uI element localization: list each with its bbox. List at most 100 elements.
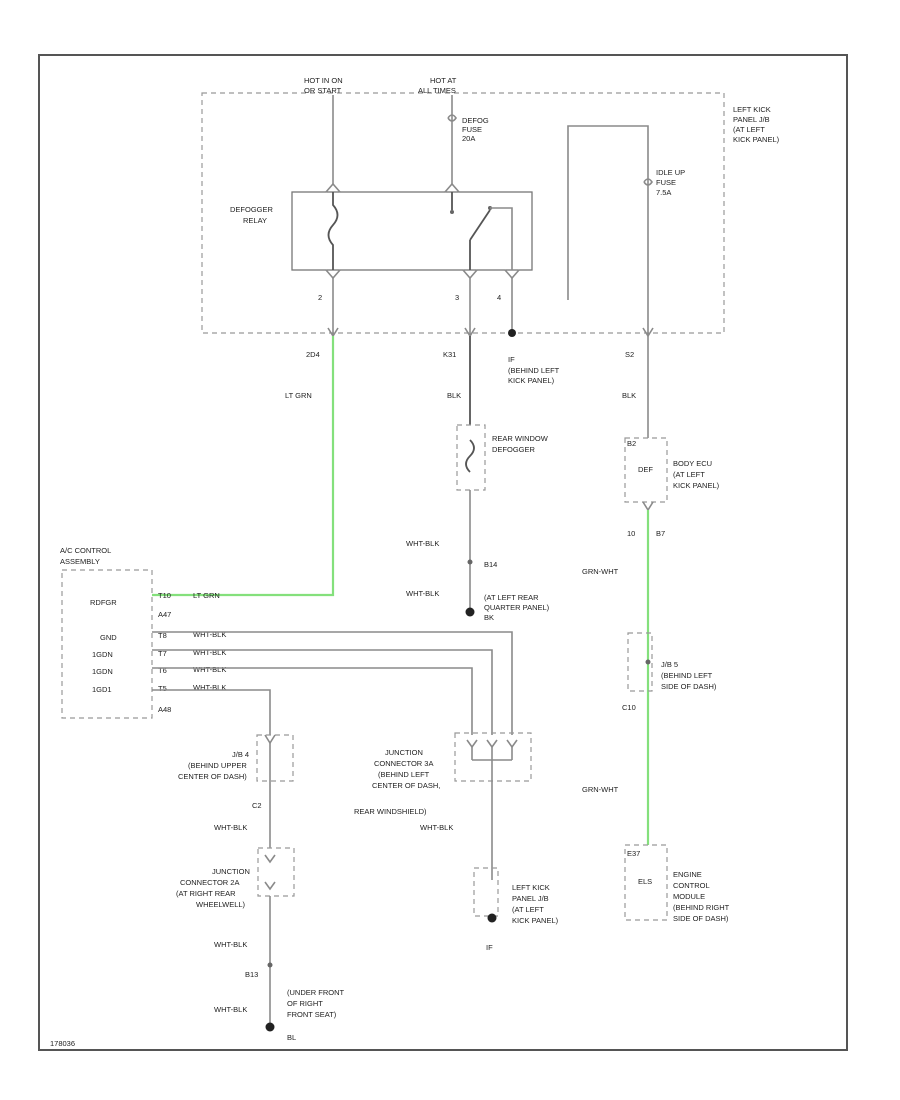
conn-b14-label: B14 xyxy=(484,560,497,569)
ground-rear-id: BK xyxy=(484,613,494,622)
power-label-batt-2: ALL TIMES xyxy=(418,86,456,95)
jc2a-label-3: (AT RIGHT REAR xyxy=(176,889,236,898)
ac-pin-num-t8: T8 xyxy=(158,631,167,640)
jc2a-label: JUNCTION xyxy=(212,867,250,876)
jb5-label-2: (BEHIND LEFT xyxy=(661,671,713,680)
ac-pin-1gd1: 1GD1 xyxy=(92,685,112,694)
kick-panel-label-2: PANEL J/B xyxy=(733,115,770,124)
relay-switch-contact xyxy=(450,210,454,214)
ac-pin-num-t6: T6 xyxy=(158,666,167,675)
ac-control-box xyxy=(61,569,153,719)
defogger-relay-box xyxy=(291,191,533,271)
jc3a-label-4: CENTER OF DASH, xyxy=(372,781,440,790)
jc3a-tab-3 xyxy=(506,739,518,749)
body-ecu-tab xyxy=(642,501,654,512)
jb4-tab xyxy=(264,734,276,745)
ac-pin-rdfgr: RDFGR xyxy=(90,598,117,607)
ac-gnd-wire-4 xyxy=(152,689,271,735)
ecu-pin-b7: B7 xyxy=(656,529,665,538)
ground-front-label: (UNDER FRONT xyxy=(287,988,344,997)
idle-fuse-label-3: 7.5A xyxy=(656,188,671,197)
jc2a-label-4: WHEELWELL) xyxy=(196,900,246,909)
wht-blk-label-4: WHT-BLK xyxy=(214,940,247,949)
ecm-conn: E37 xyxy=(627,849,640,858)
jb4-label-3: CENTER OF DASH) xyxy=(178,772,247,781)
conn-b13-label: B13 xyxy=(245,970,258,979)
body-ecu-label: BODY ECU xyxy=(673,459,712,468)
ecu-feed-wire xyxy=(567,125,649,335)
jb4-box xyxy=(256,734,294,782)
ac-pin-gnd: GND xyxy=(100,633,117,642)
ac-gnd-wire-3 xyxy=(152,667,473,735)
ac-pin-num-t10: T10 xyxy=(158,591,171,600)
relay-tab-bottom-1 xyxy=(325,269,341,280)
ecm-pin: ELS xyxy=(638,877,652,886)
ac-pin-num-t7: T7 xyxy=(158,649,167,658)
diagram-code: 178036 xyxy=(50,1039,75,1048)
relay-pin-4: 4 xyxy=(497,293,501,302)
ground-front-id: BL xyxy=(287,1033,296,1042)
kick-panel-bottom-label-2: PANEL J/B xyxy=(512,894,549,903)
ecm-label-2: CONTROL xyxy=(673,881,710,890)
jb5-node xyxy=(645,659,651,665)
relay-coil-icon xyxy=(327,192,339,270)
jb4-label: J/B 4 xyxy=(232,750,249,759)
wht-blk-label-5: WHT-BLK xyxy=(214,1005,247,1014)
ecm-box xyxy=(624,844,668,921)
ground-kick-label: (BEHIND LEFT xyxy=(508,366,560,375)
kick-panel-bottom-box xyxy=(473,867,499,917)
conn-c2-label: C2 xyxy=(252,801,262,810)
defogger-label: REAR WINDOW xyxy=(492,434,549,443)
jb5-label-3: SIDE OF DASH) xyxy=(661,682,717,691)
ground-rear-label: (AT LEFT REAR xyxy=(484,593,539,602)
jc2a-box xyxy=(257,847,295,897)
grn-wht-label-1: GRN-WHT xyxy=(582,567,619,576)
relay-switch-arm xyxy=(469,209,491,241)
defog-fuse-label-3: 20A xyxy=(462,134,475,143)
kick-panel-jb-enclosure xyxy=(201,92,725,334)
kick-panel-label-3: (AT LEFT xyxy=(733,125,765,134)
conn-k31-label: K31 xyxy=(443,350,456,359)
idle-fuse-icon xyxy=(643,178,653,186)
ac-wire-1: WHT-BLK xyxy=(193,630,226,639)
lt-grn-wire xyxy=(152,336,335,597)
conn-b14-dot xyxy=(467,559,473,565)
ground-bottom-icon xyxy=(487,913,497,923)
kick-panel-bottom-label-4: KICK PANEL) xyxy=(512,916,559,925)
relay-pin-3: 3 xyxy=(455,293,459,302)
body-ecu-box xyxy=(624,437,668,503)
defog-fuse-label-2: FUSE xyxy=(462,125,482,134)
ecm-label-4: (BEHIND RIGHT xyxy=(673,903,730,912)
grn-wht-label-2: GRN-WHT xyxy=(582,785,619,794)
ac-wire-2: WHT-BLK xyxy=(193,648,226,657)
ac-wire-lt-grn: LT GRN xyxy=(193,591,220,600)
ac-gnd-wire-1 xyxy=(152,631,513,735)
ecm-label-3: MODULE xyxy=(673,892,705,901)
power-label-ign: HOT IN ON xyxy=(304,76,343,85)
ac-conn-a48: A48 xyxy=(158,705,171,714)
defog-fuse-icon xyxy=(447,114,457,122)
jc3a-box xyxy=(454,732,532,782)
conn-c10-label: C10 xyxy=(622,703,636,712)
body-ecu-label-2: (AT LEFT xyxy=(673,470,705,479)
ac-gnd-wire-2 xyxy=(152,649,493,735)
jc3a-label-2: CONNECTOR 3A xyxy=(374,759,433,768)
defogger-label-2: DEFOGGER xyxy=(492,445,536,454)
wht-blk-label-1: WHT-BLK xyxy=(406,539,439,548)
jc3a-tab-2 xyxy=(486,739,498,749)
wht-blk-label-6: WHT-BLK xyxy=(420,823,453,832)
ecu-pin-10: 10 xyxy=(627,529,635,538)
kick-panel-label-4: KICK PANEL) xyxy=(733,135,780,144)
wht-blk-label-2: WHT-BLK xyxy=(406,589,439,598)
ac-label-2: ASSEMBLY xyxy=(60,557,100,566)
relay-pin-2: 2 xyxy=(318,293,322,302)
body-ecu-pin: DEF xyxy=(638,465,653,474)
jb4-label-2: (BEHIND UPPER xyxy=(188,761,247,770)
jc3a-label-5: REAR WINDSHIELD) xyxy=(354,807,427,816)
ground-front-label-2: OF RIGHT xyxy=(287,999,323,1008)
ground-rear-label-2: QUARTER PANEL) xyxy=(484,603,550,612)
wire-blk-label-2: BLK xyxy=(622,391,636,400)
ground-kick-label-2: KICK PANEL) xyxy=(508,376,555,385)
idle-fuse-label-2: FUSE xyxy=(656,178,676,187)
wht-blk-label-3: WHT-BLK xyxy=(214,823,247,832)
